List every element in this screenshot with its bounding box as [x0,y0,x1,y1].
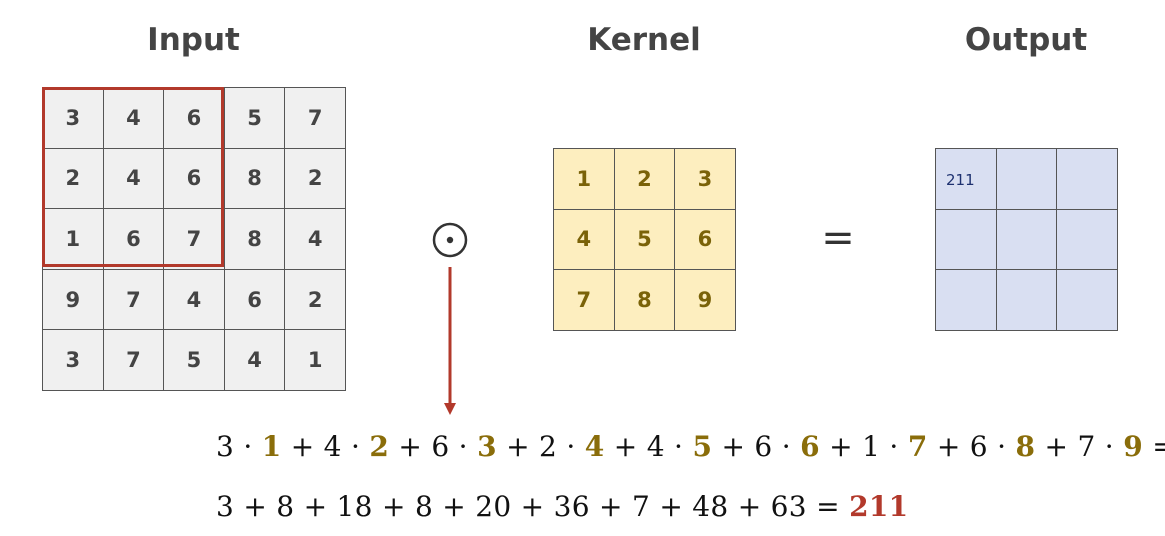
output-cell-0-2 [1057,149,1118,210]
input-cell-0-4: 7 [285,88,346,149]
output-cell-2-1 [996,270,1058,331]
kernel-weight-term: 8 [1015,430,1036,463]
kernel-cell-1-1: 5 [614,209,676,271]
formula-line-2: 3 + 8 + 18 + 8 + 20 + 36 + 7 + 48 + 63 =… [216,490,908,523]
input-cell-4-2: 5 [164,330,225,391]
kernel-cell-2-1: 8 [614,270,676,331]
input-cell-4-0: 3 [43,330,104,391]
output-cell-1-1 [996,209,1058,271]
operator-dot [446,236,454,244]
input-cell-4-1: 7 [103,330,165,391]
output-title: Output [964,22,1088,58]
equals-sign: = [821,215,855,261]
formula-term: + 6 · [389,430,478,463]
formula-sum: 3 + 8 + 18 + 8 + 20 + 36 + 7 + 48 + 63 = [216,490,850,523]
output-cell-0-0: 211 [936,149,997,210]
output-cell-2-0 [936,270,997,331]
input-cell-4-4: 1 [285,330,346,391]
formula-term: + 6 · [712,430,801,463]
input-cell-4-3: 4 [224,330,286,391]
input-cell-2-3: 8 [224,209,286,270]
output-cell-1-2 [1057,209,1118,271]
kernel-weight-term: 6 [800,430,820,463]
input-cell-2-1: 6 [103,209,165,270]
formula-term: + 1 · [819,430,908,463]
input-cell-3-0: 9 [43,269,104,331]
kernel-weight-term: 3 [477,430,497,463]
arrow-head-icon [444,403,456,415]
formula-term: 3 · [216,430,262,463]
input-cell-3-4: 2 [285,269,346,331]
output-cell-0-1 [996,149,1058,210]
kernel-cell-1-0: 4 [554,209,615,271]
formula-term: + 7 · [1035,430,1124,463]
formula-result: 211 [849,490,909,523]
input-cell-3-1: 7 [103,269,165,331]
input-title: Input [147,22,240,58]
input-cell-1-3: 8 [224,148,286,210]
kernel-cell-2-2: 9 [675,270,736,331]
input-cell-0-0: 3 [43,88,104,149]
input-cell-1-1: 4 [103,148,165,210]
formula-term: + 4 · [604,430,693,463]
kernel-weight-term: 4 [584,430,605,463]
output-cell-1-0 [936,209,997,271]
output-matrix: 211 [935,148,1118,331]
kernel-cell-2-0: 7 [554,270,615,331]
formula-term: + 6 · [927,430,1016,463]
input-cell-2-2: 7 [164,209,225,270]
kernel-weight-term: 1 [261,430,282,463]
kernel-cell-0-2: 3 [675,149,736,210]
kernel-cell-0-0: 1 [554,149,615,210]
formula-line-1: 3 · 1 + 4 · 2 + 6 · 3 + 2 · 4 + 4 · 5 + … [216,430,1165,463]
kernel-cell-0-1: 2 [614,149,676,210]
formula-term: = [1152,430,1165,463]
kernel-cell-1-2: 6 [675,209,736,271]
kernel-weight-term: 9 [1123,430,1144,463]
formula-term: + 2 · [496,430,585,463]
input-cell-3-3: 6 [224,269,286,331]
formula-term: + 4 · [281,430,370,463]
kernel-weight-term: 7 [907,430,928,463]
input-cell-2-4: 4 [285,209,346,270]
input-cell-1-4: 2 [285,148,346,210]
input-cell-0-2: 6 [164,88,225,149]
kernel-weight-term: 2 [369,430,390,463]
kernel-weight-term: 5 [692,430,713,463]
input-cell-3-2: 4 [164,269,225,331]
input-cell-1-0: 2 [43,148,104,210]
output-cell-2-2 [1057,270,1118,331]
input-cell-1-2: 6 [164,148,225,210]
hadamard-operator-icon [432,222,468,415]
operator-circle [432,222,468,258]
input-cell-2-0: 1 [43,209,104,270]
input-cell-0-1: 4 [103,88,165,149]
input-cell-0-3: 5 [224,88,286,149]
kernel-title: Kernel [587,22,701,58]
